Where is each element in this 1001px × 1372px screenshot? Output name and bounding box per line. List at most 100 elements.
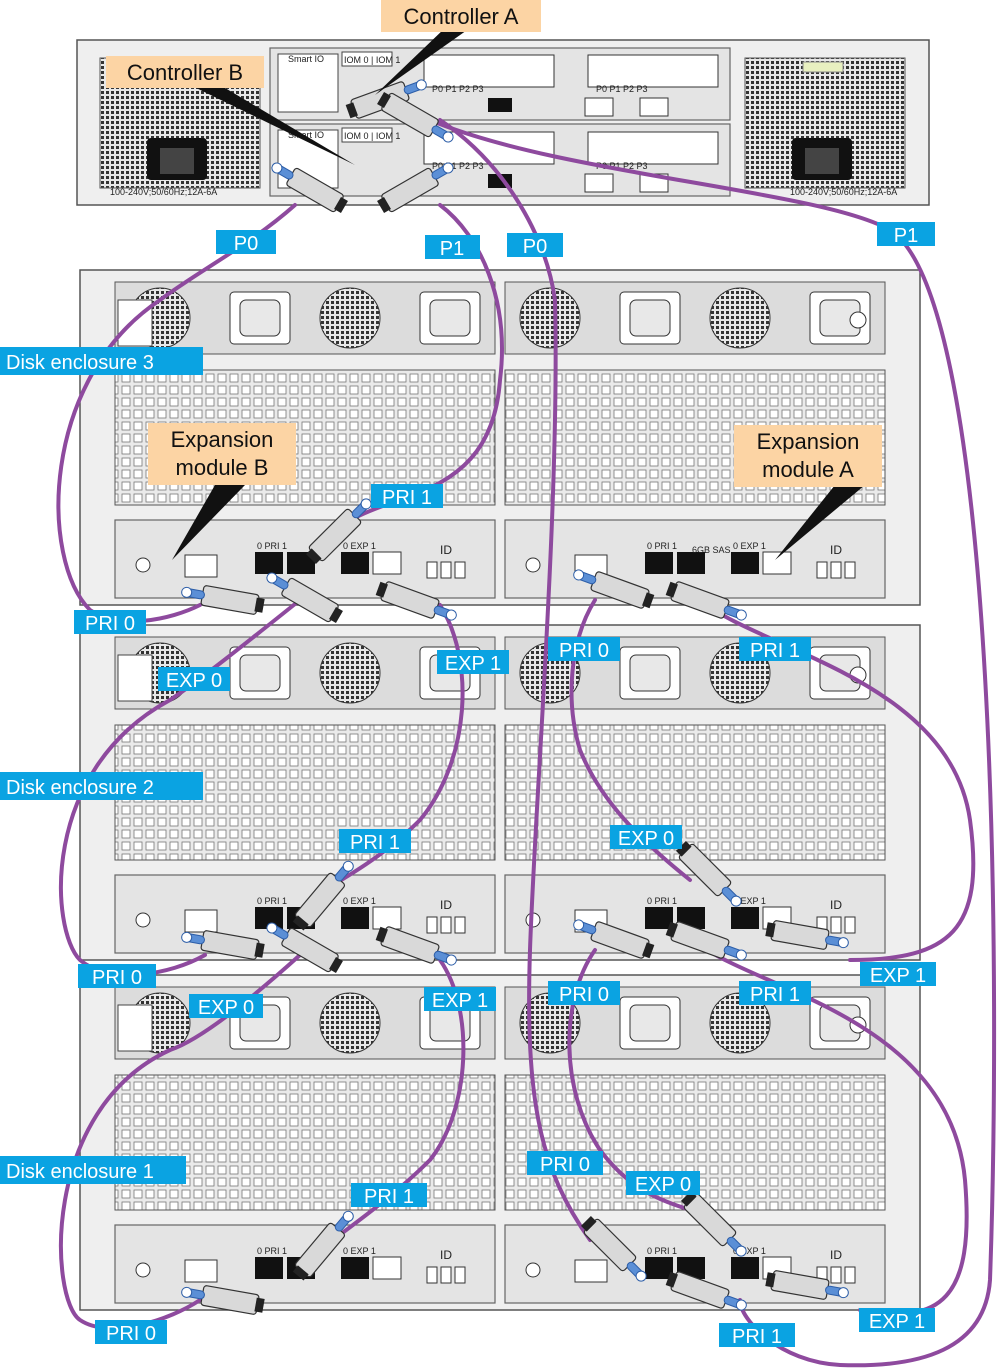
- ctrl-b-port-row-1: P0 P1 P2 P3: [432, 161, 484, 171]
- plug-ctrl-b-p0: [271, 162, 348, 214]
- exp-port-caption: 0 EXP 1: [343, 541, 376, 551]
- pri-port-caption: 0 PRI 1: [647, 541, 677, 551]
- pri-port-caption: 0 PRI 1: [257, 541, 287, 551]
- port-label-e1-a-pri0-low: PRI 0: [527, 1151, 603, 1176]
- port-label-e3-b-pri1: PRI 1: [371, 484, 443, 509]
- svg-text:Expansion: Expansion: [757, 429, 860, 454]
- plug-e2-a-exp1: [765, 920, 849, 950]
- plug-e2-b-exp1: [375, 926, 457, 966]
- port-label-e2-a-exp0: EXP 0: [610, 825, 682, 850]
- label-disk-enclosure-2: Disk enclosure 2: [0, 772, 203, 800]
- ctrl-a-port-row-1: P0 P1 P2 P3: [432, 84, 484, 94]
- plug-e3-b-exp1: [375, 581, 457, 621]
- smart-io-label-a: Smart IO: [288, 54, 324, 64]
- svg-text:Expansion: Expansion: [171, 427, 274, 452]
- svg-text:PRI 1: PRI 1: [364, 1186, 414, 1208]
- label-ctrl-b-p1: P1: [425, 235, 480, 260]
- svg-text:P0: P0: [234, 233, 258, 255]
- disk-enclosure-stack: 0 PRI 1 0 EXP 1 ID 0 PRI 1 0 EXP 1 ID 0 PRI 1 0…: [79, 269, 921, 1311]
- svg-text:PRI 0: PRI 0: [559, 640, 609, 662]
- port-label-e1-a-exp1: EXP 1: [859, 1308, 935, 1333]
- svg-text:PRI 1: PRI 1: [350, 832, 400, 854]
- label-disk-enclosure-1: Disk enclosure 1: [0, 1156, 186, 1184]
- pri-port-caption: 0 PRI 1: [257, 896, 287, 906]
- exp-port-caption: 0 EXP 1: [343, 1246, 376, 1256]
- id-caption: ID: [830, 543, 842, 557]
- plug-e1-a-exp0: [681, 1191, 747, 1257]
- port-label-e1-a-exp0: EXP 0: [626, 1171, 700, 1196]
- port-label-e1-b-pri0: PRI 0: [95, 1320, 167, 1345]
- iom-label-a: IOM 0 | IOM 1: [344, 55, 400, 65]
- svg-text:PRI 0: PRI 0: [106, 1323, 156, 1345]
- plug-e3-a-pri1: [665, 581, 747, 621]
- svg-text:PRI 1: PRI 1: [750, 984, 800, 1006]
- port-label-e1-a-pri1: PRI 1: [739, 981, 811, 1006]
- plug-e2-a-pri0: [573, 919, 655, 959]
- svg-text:PRI 1: PRI 1: [732, 1326, 782, 1348]
- svg-text:P1: P1: [440, 238, 464, 260]
- svg-text:PRI 1: PRI 1: [382, 487, 432, 509]
- ctrl-b-port-row-2: P0 P1 P2 P3: [596, 161, 648, 171]
- id-caption: ID: [440, 898, 452, 912]
- plug-e3-a-pri0: [573, 569, 655, 609]
- plug-ctrl-a-p1: [377, 91, 454, 143]
- expansion-module-a-enclosure-3: 0 PRI 1 0 EXP 1 ID: [504, 519, 886, 599]
- controller-enclosure: 100-240V;50/60Hz;12A-6A 100-240V;50/60Hz…: [76, 39, 930, 206]
- callout-expansion-module-b: Expansion module B: [148, 423, 296, 485]
- pri-port-caption: 0 PRI 1: [647, 1246, 677, 1256]
- svg-text:EXP 0: EXP 0: [618, 828, 674, 850]
- cable-ctrl-a-p1-to-e1-a-pri1: [428, 118, 997, 1368]
- port-label-e2-a-pri0: PRI 0: [548, 637, 620, 662]
- callout-controller-a: Controller A: [381, 0, 541, 32]
- svg-text:Disk enclosure 3: Disk enclosure 3: [6, 352, 154, 374]
- plug-e1-b-pri1: [292, 1210, 354, 1281]
- port-label-e3-b-exp1: EXP 1: [437, 650, 509, 675]
- plug-e1-a-exp1: [765, 1270, 849, 1300]
- plug-e2-b-pri1: [292, 860, 354, 931]
- plug-e2-a-exp0: [676, 841, 742, 907]
- callout-expansion-module-a: Expansion module A: [734, 425, 882, 487]
- id-caption: ID: [830, 898, 842, 912]
- svg-text:Disk enclosure 2: Disk enclosure 2: [6, 777, 154, 799]
- svg-text:Controller B: Controller B: [127, 60, 243, 85]
- port-label-e2-a-exp1: EXP 1: [860, 962, 936, 987]
- exp-port-caption: 0 EXP 1: [733, 541, 766, 551]
- pri-port-caption: 0 PRI 1: [647, 896, 677, 906]
- svg-text:EXP 1: EXP 1: [870, 965, 926, 987]
- svg-text:P0: P0: [523, 236, 547, 258]
- power-rating-right: 100-240V;50/60Hz;12A-6A: [790, 187, 897, 197]
- connector-plugs: [181, 79, 849, 1315]
- svg-text:P1: P1: [894, 225, 918, 247]
- svg-text:EXP 1: EXP 1: [432, 990, 488, 1012]
- port-label-e1-b-exp0: EXP 0: [189, 994, 263, 1019]
- plug-e2-a-pri1: [665, 921, 747, 961]
- port-label-e2-b-pri0: PRI 0: [78, 964, 156, 989]
- cable-ctrl-b-p1-to-e3-b-pri1: [328, 203, 504, 537]
- plug-e3-b-pri0: [181, 585, 265, 615]
- power-socket-right: [792, 138, 852, 180]
- plug-e3-b-exp0: [266, 572, 343, 624]
- label-ctrl-a-p1: P1: [877, 222, 935, 247]
- svg-text:EXP 1: EXP 1: [869, 1311, 925, 1333]
- power-socket-left: [147, 138, 207, 180]
- svg-text:module A: module A: [762, 457, 854, 482]
- smart-io-label-b: Smart IO: [288, 130, 324, 140]
- port-label-e2-b-exp1: EXP 1: [424, 987, 496, 1012]
- svg-text:PRI 1: PRI 1: [750, 640, 800, 662]
- svg-text:Controller A: Controller A: [404, 4, 519, 29]
- callout-pointers: [172, 28, 865, 560]
- port-labels: PRI 1 PRI 0 EXP 1 EXP 0 PRI 0 PRI 1 PRI 1 EXP 0…: [74, 484, 936, 1348]
- plug-e1-b-pri0: [181, 1285, 265, 1315]
- svg-text:PRI 0: PRI 0: [92, 967, 142, 989]
- plug-ctrl-b-p1: [377, 162, 454, 214]
- label-disk-enclosure-3: Disk enclosure 3: [0, 347, 203, 375]
- plug-e3-b-pri1: [306, 498, 372, 564]
- plug-e1-a-pri0: [581, 1216, 647, 1282]
- port-label-e2-b-pri1: PRI 1: [339, 829, 411, 854]
- ctrl-a-port-row-2: P0 P1 P2 P3: [596, 84, 648, 94]
- port-label-e1-b-pri1: PRI 1: [351, 1183, 427, 1208]
- port-label-e1-a-pri1-low: PRI 1: [719, 1323, 795, 1348]
